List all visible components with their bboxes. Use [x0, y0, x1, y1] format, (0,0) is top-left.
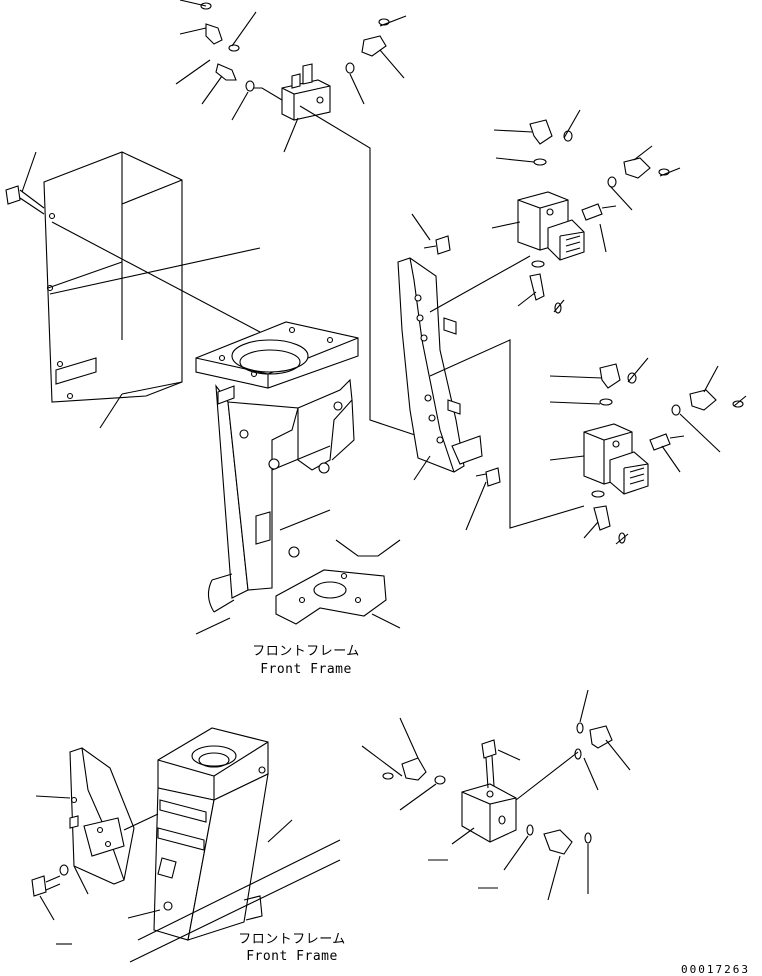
front-frame-label-upper-en: Front Frame [260, 662, 352, 677]
document-number: 00017263 [681, 963, 750, 976]
lower-right-valve [584, 364, 743, 543]
lower-plate [32, 748, 158, 920]
front-frame-label-upper-jp: フロントフレーム [252, 644, 360, 659]
front-frame-label-lower-jp: フロントフレーム [238, 932, 346, 947]
left-cover [44, 152, 260, 428]
upper-right-leaders [492, 110, 680, 312]
bracket-bolts [412, 214, 500, 530]
mounting-bracket [398, 256, 584, 528]
lower-block [56, 690, 630, 944]
base-plate [196, 570, 400, 634]
top-valve-assembly [250, 64, 430, 440]
cover-bolt [6, 152, 44, 214]
lower-tower [128, 728, 340, 962]
front-frame-label-lower-en: Front Frame [246, 949, 338, 964]
lower-right-leaders [550, 358, 746, 544]
top-leader-lines [176, 0, 406, 152]
pedestal [196, 322, 400, 598]
upper-right-valve [518, 120, 669, 313]
